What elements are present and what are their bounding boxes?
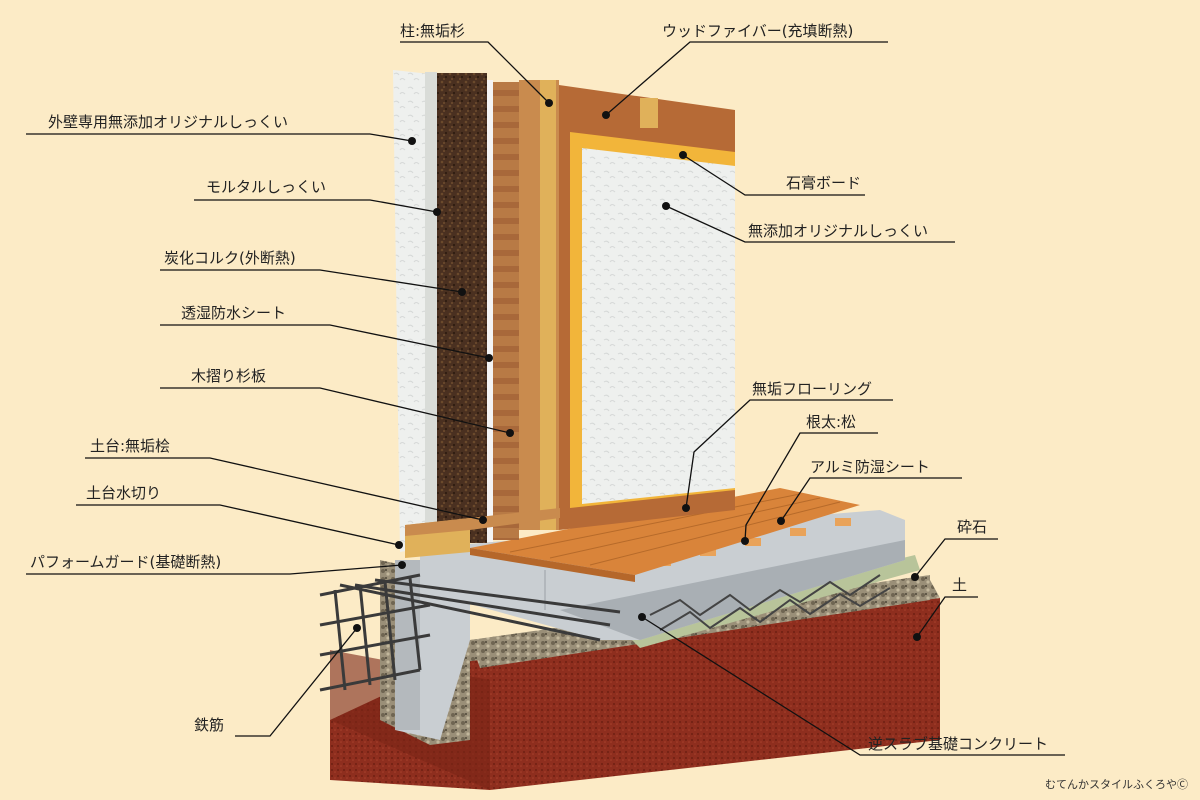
label-carbonized-cork: 炭化コルク(外断熱): [164, 249, 296, 267]
slab-rebar: [649, 574, 891, 631]
leader-dots: [353, 99, 921, 641]
label-rebar: 鉄筋: [194, 716, 225, 734]
label-interior-plaster: 無添加オリジナルしっくい: [748, 222, 929, 240]
label-sill: 土台:無垢桧: [90, 437, 171, 455]
aluminum-moisture-sheet: [620, 555, 920, 648]
label-cedar-board: 木摺り杉板: [191, 367, 267, 385]
label-gypsum-board: 石膏ボード: [786, 174, 862, 192]
label-concrete-slab: 逆スラブ基礎コンクリート: [868, 735, 1049, 753]
label-flooring: 無垢フローリング: [752, 380, 873, 398]
label-gravel: 砕石: [957, 518, 988, 536]
label-breathable-sheet: 透湿防水シート: [181, 304, 287, 322]
label-soil: 土: [952, 576, 968, 594]
credit-text: むてんかスタイルふくろやⒸ: [1045, 778, 1188, 791]
leader-lines: [26, 41, 1065, 756]
label-wood-fiber: ウッドファイバー(充填断熱): [662, 22, 854, 40]
label-sill-flashing: 土台水切り: [86, 484, 162, 502]
label-aluminum-sheet: アルミ防湿シート: [810, 458, 930, 476]
solid-wood-flooring: [470, 488, 860, 582]
rebar-cage: [319, 573, 621, 692]
label-pillar: 柱:無垢杉: [400, 22, 466, 40]
wall-assembly: [393, 70, 735, 558]
label-foam-guard: パフォームガード(基礎断熱): [30, 553, 222, 571]
label-exterior-plaster: 外壁専用無添加オリジナルしっくい: [48, 113, 289, 131]
label-mortar-plaster: モルタルしっくい: [206, 178, 327, 196]
label-joist: 根太:松: [806, 413, 857, 431]
